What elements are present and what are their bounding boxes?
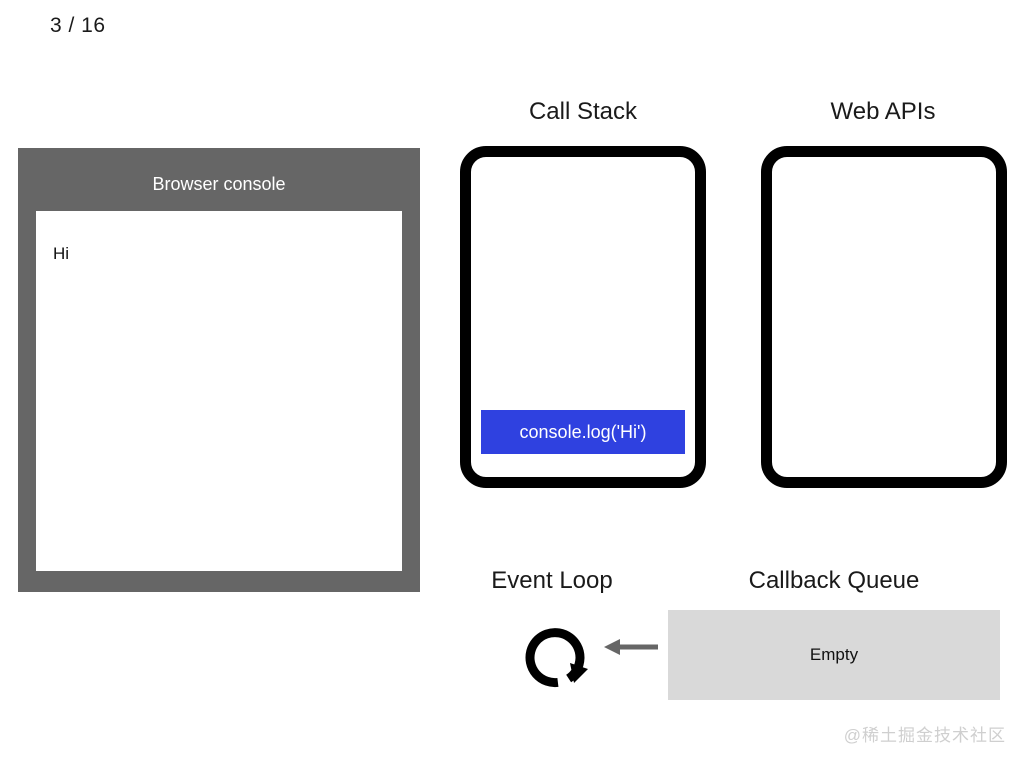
callback-queue-box: Empty <box>668 610 1000 700</box>
web-apis-box <box>761 146 1007 488</box>
callback-queue-heading: Callback Queue <box>748 567 920 594</box>
browser-console-output: Hi <box>36 211 402 571</box>
event-loop-heading: Event Loop <box>491 567 613 594</box>
browser-console-panel: Browser console Hi <box>18 148 420 592</box>
callback-queue-status: Empty <box>809 645 859 664</box>
queue-to-loop-arrow <box>604 639 658 655</box>
console-log-line: Hi <box>53 244 70 263</box>
slide-counter: 3 / 16 <box>50 14 106 37</box>
call-stack-frame-list: console.log('Hi') <box>471 410 695 466</box>
browser-console-title: Browser console <box>152 174 286 194</box>
call-stack-box: console.log('Hi') <box>460 146 706 488</box>
circular-arrow-icon <box>525 628 588 688</box>
web-apis-heading: Web APIs <box>830 98 936 125</box>
call-stack-heading: Call Stack <box>528 98 638 125</box>
call-stack-frame: console.log('Hi') <box>481 410 685 454</box>
watermark: @稀土掘金技术社区 <box>843 726 1006 745</box>
